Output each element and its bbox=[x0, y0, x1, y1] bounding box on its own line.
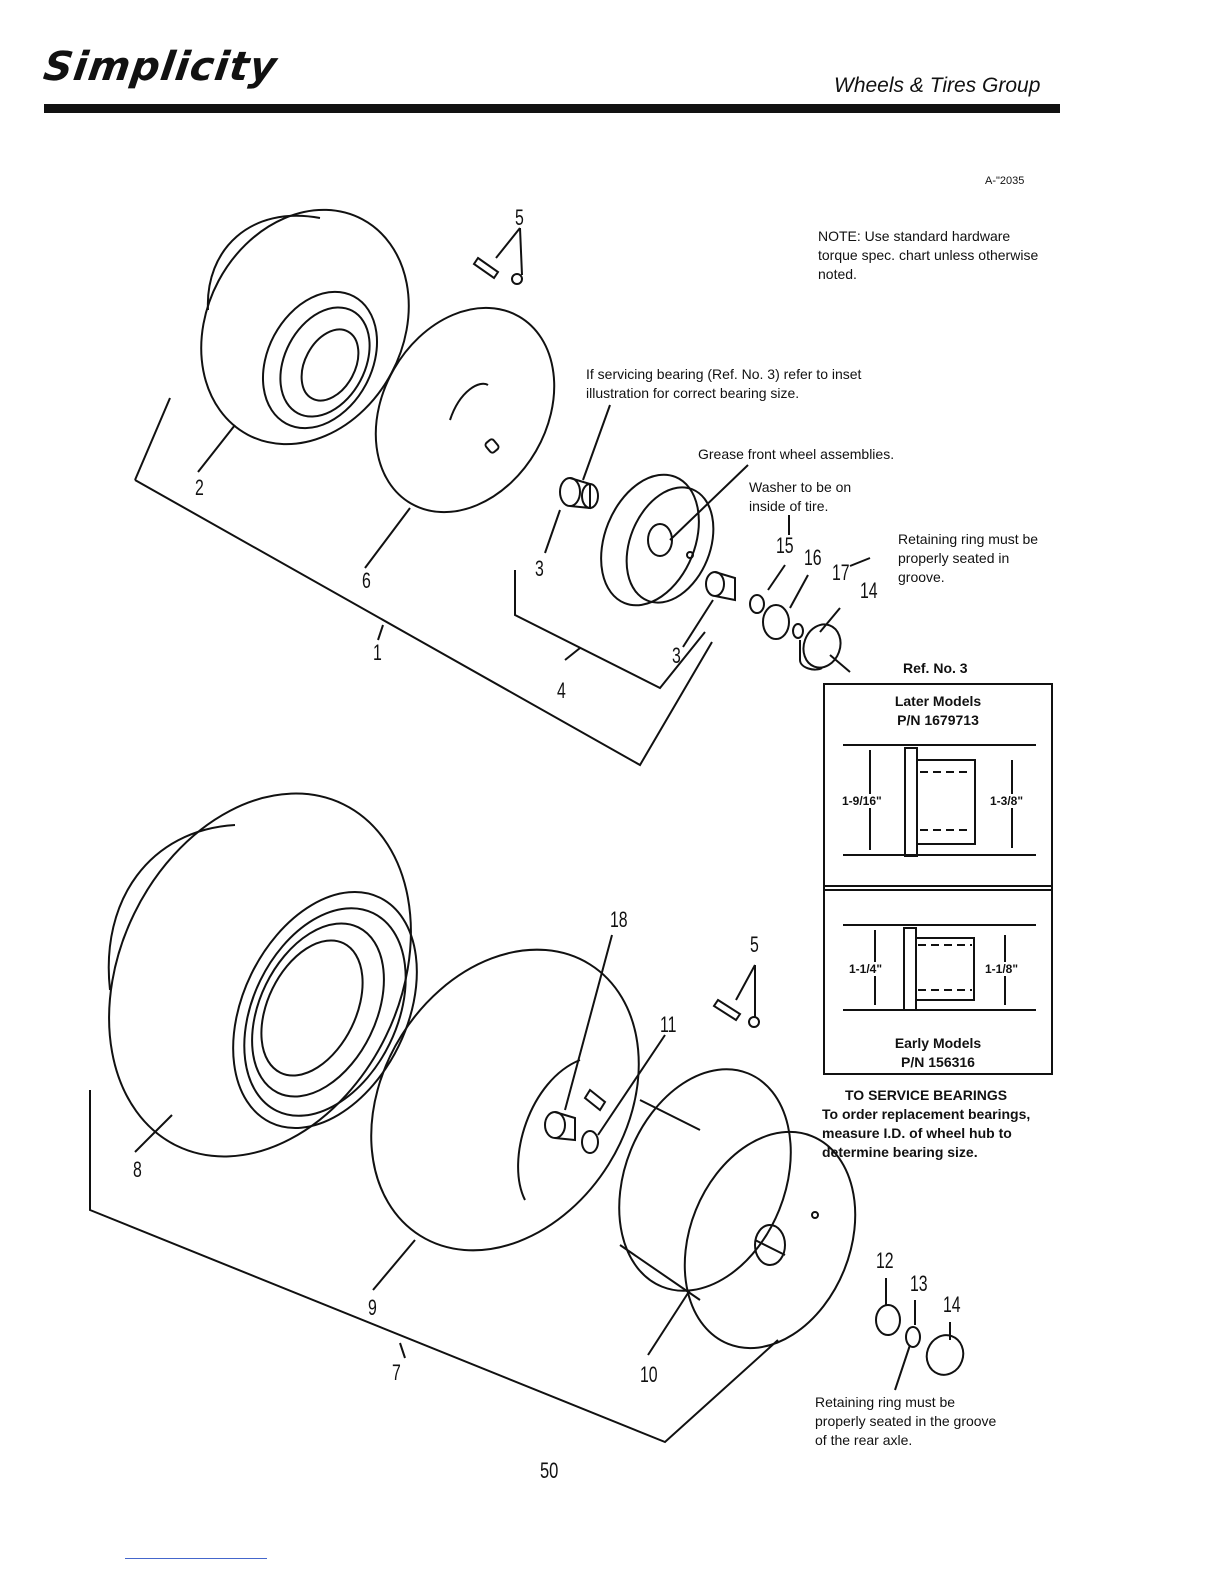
callout-front-5: 5 bbox=[515, 205, 524, 230]
early-length-dimension: 1-1/8" bbox=[985, 962, 1019, 976]
callout-rear-13: 13 bbox=[910, 1271, 928, 1296]
section-title: Wheels & Tires Group bbox=[834, 74, 1041, 97]
rear-valve-stem bbox=[583, 1088, 607, 1112]
callout-rear-7: 7 bbox=[392, 1360, 401, 1385]
rear-bearing bbox=[875, 1304, 901, 1336]
callout-rear-11: 11 bbox=[660, 1012, 677, 1037]
callout-rear-12: 12 bbox=[876, 1248, 894, 1273]
callout-front-17: 17 bbox=[832, 560, 850, 585]
rear-bushing bbox=[544, 1111, 576, 1142]
callout-rear-9: 9 bbox=[368, 1295, 377, 1320]
page-number: 50 bbox=[540, 1458, 559, 1483]
later-models-part-number: P/N 1679713 bbox=[897, 712, 979, 728]
inset-ref-title: Ref. No. 3 bbox=[903, 660, 968, 676]
header-rule bbox=[44, 104, 1060, 113]
later-models-label: Later Models bbox=[894, 693, 982, 709]
footer-rule bbox=[125, 1558, 267, 1559]
bearing-service-note: If servicing bearing (Ref. No. 3) refer … bbox=[586, 366, 862, 401]
washer-note: Washer to be on inside of tire. bbox=[749, 479, 852, 514]
front-retaining-ring-note: Retaining ring must be properly seated i… bbox=[898, 531, 1039, 585]
rear-tire bbox=[107, 792, 418, 1158]
front-retaining-ring bbox=[792, 623, 804, 639]
inset-divider bbox=[823, 885, 1053, 891]
rear-retaining-ring-note: Retaining ring must be properly seated i… bbox=[815, 1394, 997, 1448]
bearing-size-inset bbox=[823, 683, 1053, 1075]
front-bearing-right bbox=[705, 571, 736, 602]
torque-note: NOTE: Use standard hardware torque spec.… bbox=[818, 228, 1039, 282]
front-thrust-washer bbox=[762, 604, 790, 640]
front-bearing-left bbox=[559, 477, 599, 510]
callout-front-15: 15 bbox=[776, 533, 794, 558]
rear-washer bbox=[581, 1130, 599, 1154]
later-model-bearing bbox=[843, 744, 1036, 857]
callout-rear-14: 14 bbox=[943, 1292, 961, 1317]
figure-code: A-"2035 bbox=[985, 175, 1025, 187]
callout-front-6: 6 bbox=[362, 568, 371, 593]
callout-front-4: 4 bbox=[557, 678, 566, 703]
grease-note: Grease front wheel assemblies. bbox=[698, 446, 895, 462]
callout-rear-8: 8 bbox=[133, 1157, 142, 1182]
later-od-dimension: 1-9/16" bbox=[842, 794, 882, 808]
rear-tube bbox=[370, 948, 640, 1252]
early-models-label: Early Models bbox=[894, 1035, 982, 1051]
callout-rear-18: 18 bbox=[610, 907, 628, 932]
callout-front-2: 2 bbox=[195, 475, 204, 500]
rear-rim bbox=[618, 1068, 857, 1350]
rear-lug-bolt bbox=[712, 998, 760, 1028]
front-tire bbox=[200, 208, 410, 446]
front-lug-bolt bbox=[472, 256, 523, 285]
callout-front-16: 16 bbox=[804, 545, 822, 570]
front-washer bbox=[749, 594, 765, 614]
rear-hub-cap bbox=[925, 1334, 965, 1376]
callout-front-3-left: 3 bbox=[535, 556, 544, 581]
early-od-dimension: 1-1/4" bbox=[849, 962, 883, 976]
rear-retaining-ring bbox=[905, 1326, 921, 1348]
service-bearings-title: TO SERVICE BEARINGS bbox=[845, 1087, 1008, 1103]
callout-front-3-right: 3 bbox=[672, 643, 681, 668]
callout-front-14: 14 bbox=[860, 578, 878, 603]
callout-rear-5: 5 bbox=[750, 932, 759, 957]
service-bearings-text: To order replacement bearings, measure I… bbox=[822, 1106, 1031, 1160]
front-hub-cap bbox=[799, 623, 842, 671]
front-rim bbox=[600, 473, 715, 607]
early-models-part-number: P/N 156316 bbox=[901, 1054, 975, 1070]
later-length-dimension: 1-3/8" bbox=[990, 794, 1024, 808]
front-tube bbox=[374, 306, 556, 514]
callout-front-1: 1 bbox=[373, 640, 382, 665]
callout-rear-10: 10 bbox=[640, 1362, 658, 1387]
